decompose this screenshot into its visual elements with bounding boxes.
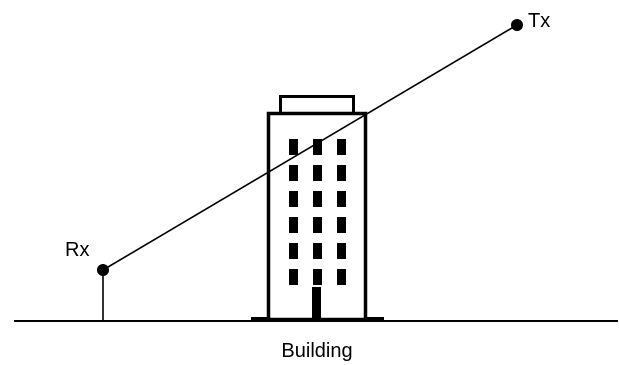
building-label: Building xyxy=(281,340,352,362)
building-window xyxy=(313,191,322,207)
building-window xyxy=(313,269,322,285)
building-window xyxy=(337,269,346,285)
rx-point xyxy=(97,264,109,276)
building-window xyxy=(289,139,298,155)
building-roof xyxy=(279,95,355,115)
building-window xyxy=(337,243,346,259)
building-window xyxy=(289,243,298,259)
signal-path xyxy=(102,24,518,271)
building-window xyxy=(337,191,346,207)
building-window xyxy=(313,139,322,155)
building-windows xyxy=(289,139,346,285)
tx-point xyxy=(511,19,523,31)
tx-label: Tx xyxy=(528,10,550,32)
building-window xyxy=(337,139,346,155)
building xyxy=(251,95,384,322)
building-window xyxy=(289,217,298,233)
building-window xyxy=(289,269,298,285)
building-window xyxy=(313,165,322,181)
building-window xyxy=(313,217,322,233)
building-window xyxy=(289,165,298,181)
building-door xyxy=(312,287,321,319)
building-window xyxy=(337,165,346,181)
rx-label: Rx xyxy=(65,239,89,261)
building-window xyxy=(337,217,346,233)
building-window xyxy=(289,191,298,207)
building-window xyxy=(313,243,322,259)
